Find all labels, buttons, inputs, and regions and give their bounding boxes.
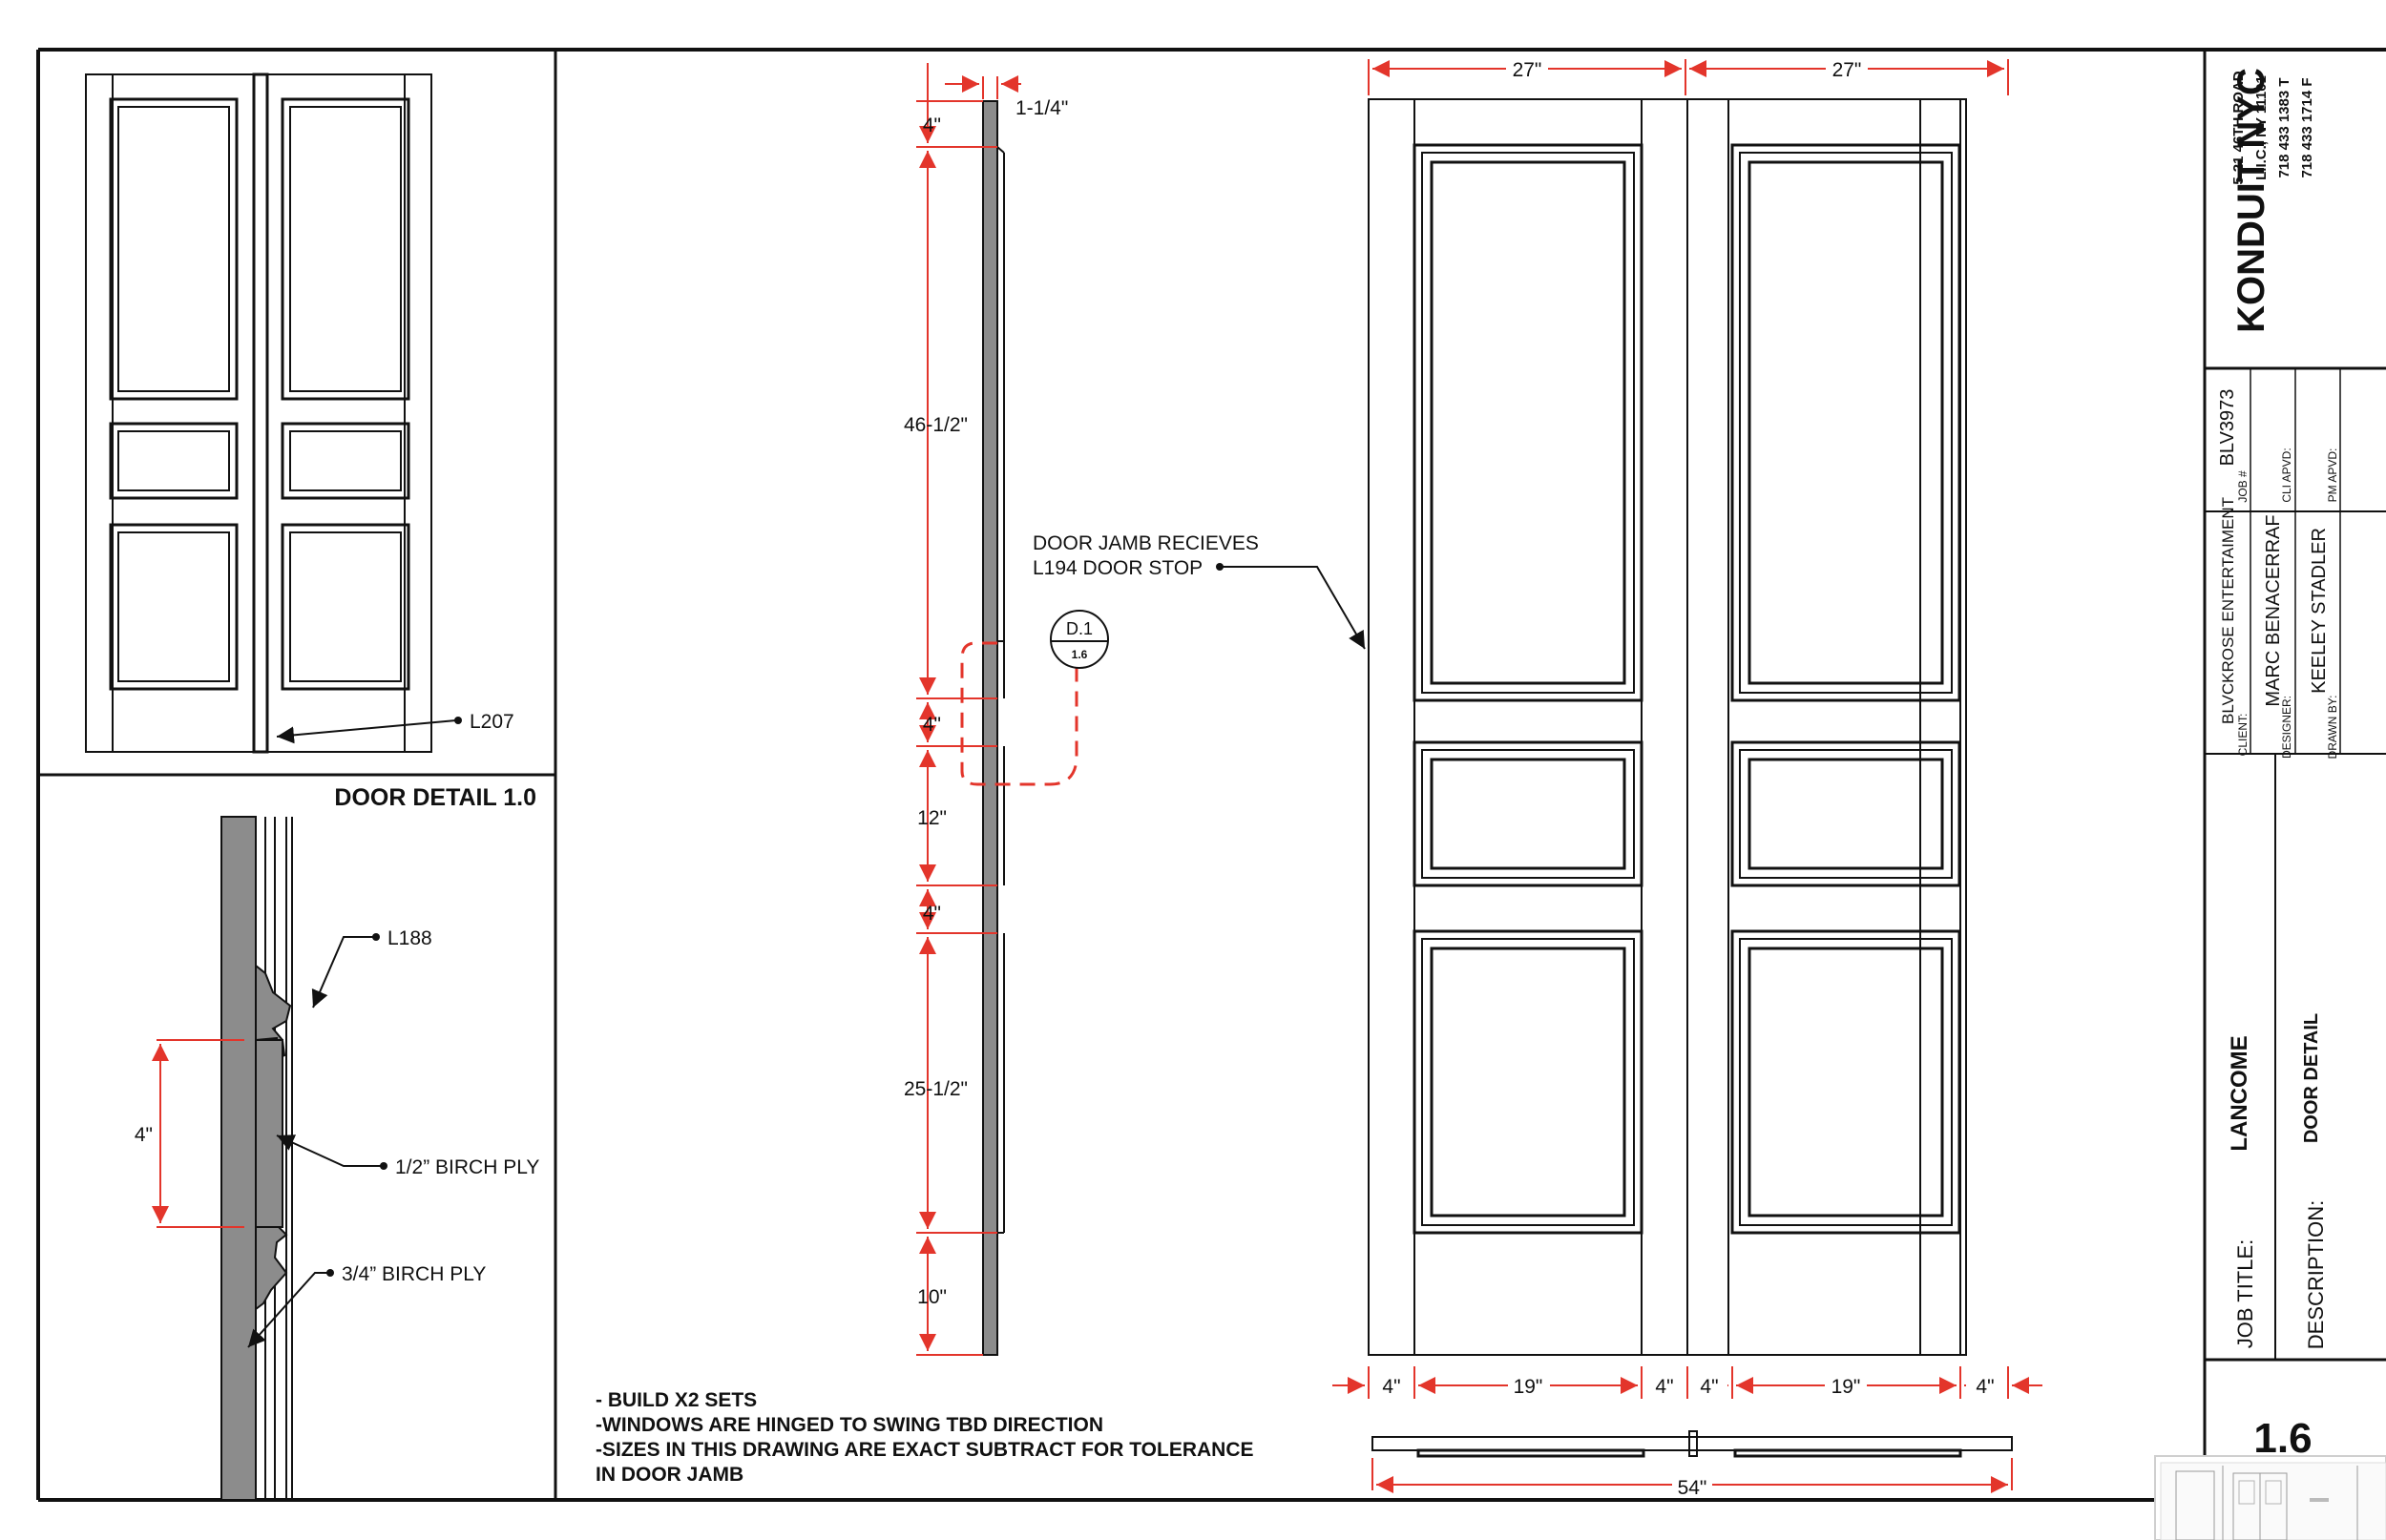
dim-bg-b19a — [1508, 1372, 1550, 1399]
cli-apvd-label: CLI APVD: — [2280, 447, 2293, 502]
dim-v-12: 12" — [917, 807, 947, 829]
dim-total-54: 54" — [1678, 1477, 1707, 1499]
label-jamb-line1: DOOR JAMB RECIEVES — [1033, 532, 1259, 554]
dim-v-10: 10" — [917, 1286, 947, 1308]
address-line-1: 5-21 46TH ROAD — [2230, 71, 2247, 184]
title-block — [2203, 50, 2386, 1460]
door-side-section — [916, 63, 1366, 1356]
dim-detail-4: 4" — [135, 1124, 153, 1146]
dim-bg-b4a — [1372, 1372, 1411, 1399]
label-jamb-line2: L194 DOOR STOP — [1033, 557, 1203, 579]
job-title-value: LANCOME — [2227, 1035, 2252, 1151]
dim-bg-b4c — [1691, 1372, 1727, 1399]
dim-v-25: 25-1/2" — [904, 1078, 968, 1100]
page-thumbnail[interactable] — [2154, 1455, 2386, 1540]
address-line-2: L.I.C., NY 11101 — [2253, 75, 2270, 180]
address-line-4: 718 433 1714 F — [2299, 77, 2315, 177]
dim-w-27a: 27" — [1513, 59, 1542, 81]
dim-top-thickness: 1-1/4" — [1015, 97, 1068, 119]
notes-block: - BUILD X2 SETS -WINDOWS ARE HINGED TO S… — [596, 1389, 1254, 1486]
label-l207: L207 — [470, 711, 514, 733]
label-l188: L188 — [387, 927, 432, 949]
client-value: BLVCKROSE ENTERTAIMENT — [2219, 497, 2237, 724]
company-name: KONDUIT NYC — [2230, 68, 2272, 333]
dim-b-4a: 4" — [1382, 1376, 1400, 1398]
job-number: BLV3973 — [2217, 389, 2238, 467]
label-three-quarter-birch-ply: 3/4” BIRCH PLY — [342, 1263, 486, 1285]
dim-bg-b4b — [1645, 1372, 1684, 1399]
large-door-elevation — [1332, 59, 2042, 1399]
designer-label: DESIGNER: — [2280, 696, 2293, 759]
dim-v-4a: 4" — [923, 114, 941, 136]
dim-bg-b19b — [1825, 1372, 1867, 1399]
dim-b-4c: 4" — [1700, 1376, 1718, 1398]
client-label: CLIENT: — [2236, 714, 2250, 757]
note-3: -SIZES IN THIS DRAWING ARE EXACT SUBTRAC… — [596, 1439, 1254, 1461]
pm-apvd-label: PM APVD: — [2326, 448, 2339, 503]
dim-w-27b: 27" — [1832, 59, 1862, 81]
dim-bg-27a — [1506, 55, 1548, 82]
dim-v-4c: 4" — [923, 903, 941, 925]
dim-v-46: 46-1/2" — [904, 414, 968, 436]
detail-title: DOOR DETAIL 1.0 — [334, 784, 536, 811]
dim-b-4d: 4" — [1976, 1376, 1994, 1398]
dim-b-19b: 19" — [1831, 1376, 1861, 1398]
address-line-3: 718 433 1383 T — [2276, 77, 2292, 177]
dim-bg-27b — [1826, 55, 1868, 82]
callout-top: D.1 — [1066, 619, 1093, 638]
callout-bottom: 1.6 — [1072, 648, 1088, 661]
note-2: -WINDOWS ARE HINGED TO SWING TBD DIRECTI… — [596, 1414, 1103, 1436]
label-half-birch-ply: 1/2” BIRCH PLY — [395, 1156, 539, 1178]
dim-b-4b: 4" — [1655, 1376, 1673, 1398]
dim-bg-b4d — [1966, 1372, 2004, 1399]
dim-b-19a: 19" — [1514, 1376, 1543, 1398]
description-label: DESCRIPTION: — [2304, 1200, 2328, 1349]
dim-v-4b: 4" — [923, 714, 941, 736]
job-number-label: JOB # — [2236, 470, 2250, 503]
door-section-detail — [152, 816, 387, 1501]
sheet-number: 1.6 — [2253, 1415, 2312, 1462]
job-title-label: JOB TITLE: — [2233, 1239, 2257, 1349]
drawn-by-value: KEELEY STADLER — [2309, 528, 2330, 694]
description-value: DOOR DETAIL — [2301, 1013, 2322, 1143]
sheet-frame — [36, 48, 2386, 1502]
drawn-by-label: DRAWN BY: — [2326, 696, 2339, 760]
note-1: - BUILD X2 SETS — [596, 1389, 757, 1411]
note-4: IN DOOR JAMB — [596, 1464, 743, 1486]
designer-value: MARC BENACERRAF — [2263, 514, 2284, 706]
small-door-elevation — [85, 73, 462, 754]
door-plan-view — [1371, 1430, 2013, 1493]
